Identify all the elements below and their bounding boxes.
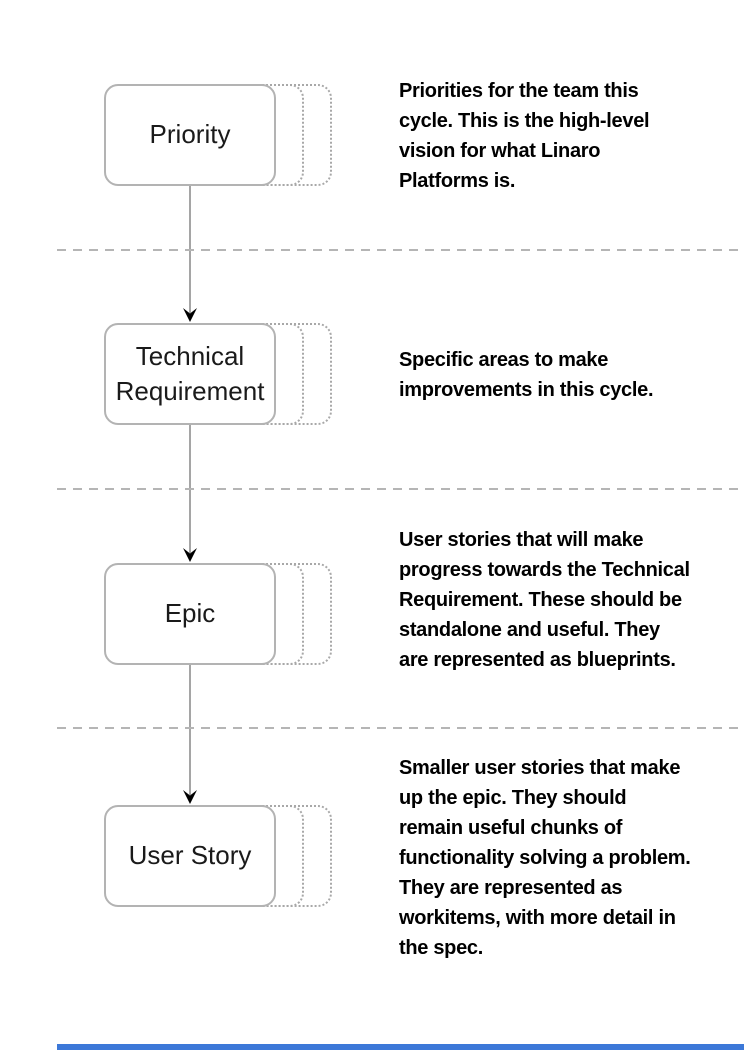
- section-separator: [57, 727, 740, 729]
- stage-stack-technical-requirement: Technical Requirement: [104, 323, 332, 425]
- footer-divider: [57, 1044, 744, 1050]
- stage-label: Epic: [164, 598, 216, 629]
- arrow-down-icon: [183, 548, 197, 562]
- arrow-down-icon: [183, 308, 197, 322]
- stage-card-technical-requirement: Technical Requirement: [104, 323, 276, 425]
- stage-card-epic: Epic: [104, 563, 276, 665]
- section-separator: [57, 249, 740, 251]
- stage-stack-epic: Epic: [104, 563, 332, 665]
- stage-label: Technical Requirement: [115, 340, 265, 406]
- stage-label: User Story: [128, 840, 252, 871]
- connector-arrow: [183, 665, 197, 804]
- connector-arrow: [183, 186, 197, 322]
- stage-stack-priority: Priority: [104, 84, 332, 186]
- stage-label: Priority: [149, 119, 231, 150]
- stage-description: Smaller user stories that make up the ep…: [399, 757, 691, 959]
- stage-description: User stories that will make progress tow…: [399, 529, 690, 671]
- section-separator: [57, 488, 740, 490]
- stage-stack-user-story: User Story: [104, 805, 332, 907]
- arrow-down-icon: [183, 790, 197, 804]
- stage-description: Specific areas to make improvements in t…: [399, 349, 654, 401]
- stage-card-priority: Priority: [104, 84, 276, 186]
- connector-arrow: [183, 425, 197, 562]
- stage-description: Priorities for the team this cycle. This…: [399, 80, 650, 192]
- stage-card-user-story: User Story: [104, 805, 276, 907]
